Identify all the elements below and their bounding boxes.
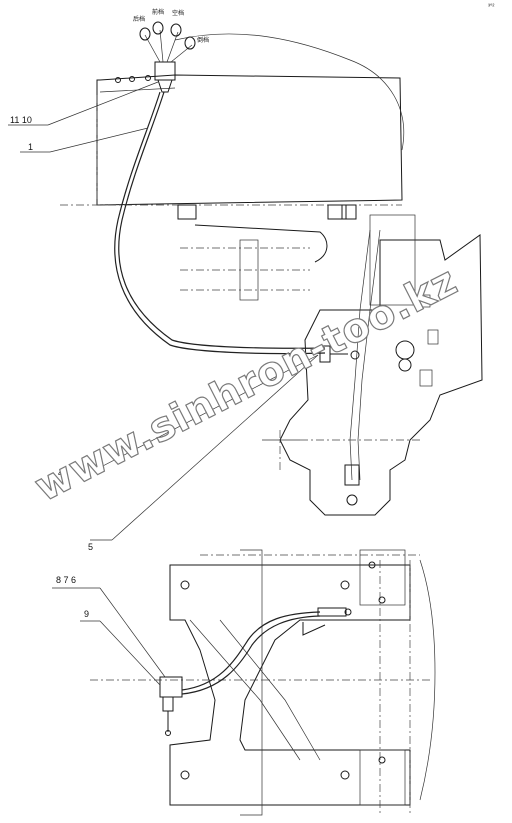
callout-leaders-top <box>8 81 319 541</box>
knob-label-2: 前档 <box>152 8 164 16</box>
control-cable-top <box>114 91 326 355</box>
callout-11-10: 11 10 <box>10 115 32 125</box>
callout-8-7-6: 8 7 6 <box>56 575 76 585</box>
callout-5: 5 <box>88 542 93 552</box>
knob-label-4: 倒档 <box>197 36 209 44</box>
cab-outline <box>60 33 405 206</box>
knob-label-1: 后档 <box>133 15 145 23</box>
shift-lever-assembly <box>115 21 196 93</box>
callout-9: 9 <box>84 609 89 619</box>
callout-1: 1 <box>28 142 33 152</box>
chassis-frame <box>90 549 436 816</box>
transmission-housing <box>262 214 483 516</box>
cab-mounts <box>177 204 357 301</box>
callout-4: 4 <box>58 468 63 478</box>
callout-leaders-bottom <box>52 587 166 686</box>
watermark-text: www.sinhron-too.kz <box>28 258 465 511</box>
corner-mark: ³°² <box>488 4 494 10</box>
shift-control-lower <box>159 607 352 736</box>
knob-label-3: 空档 <box>172 9 184 17</box>
